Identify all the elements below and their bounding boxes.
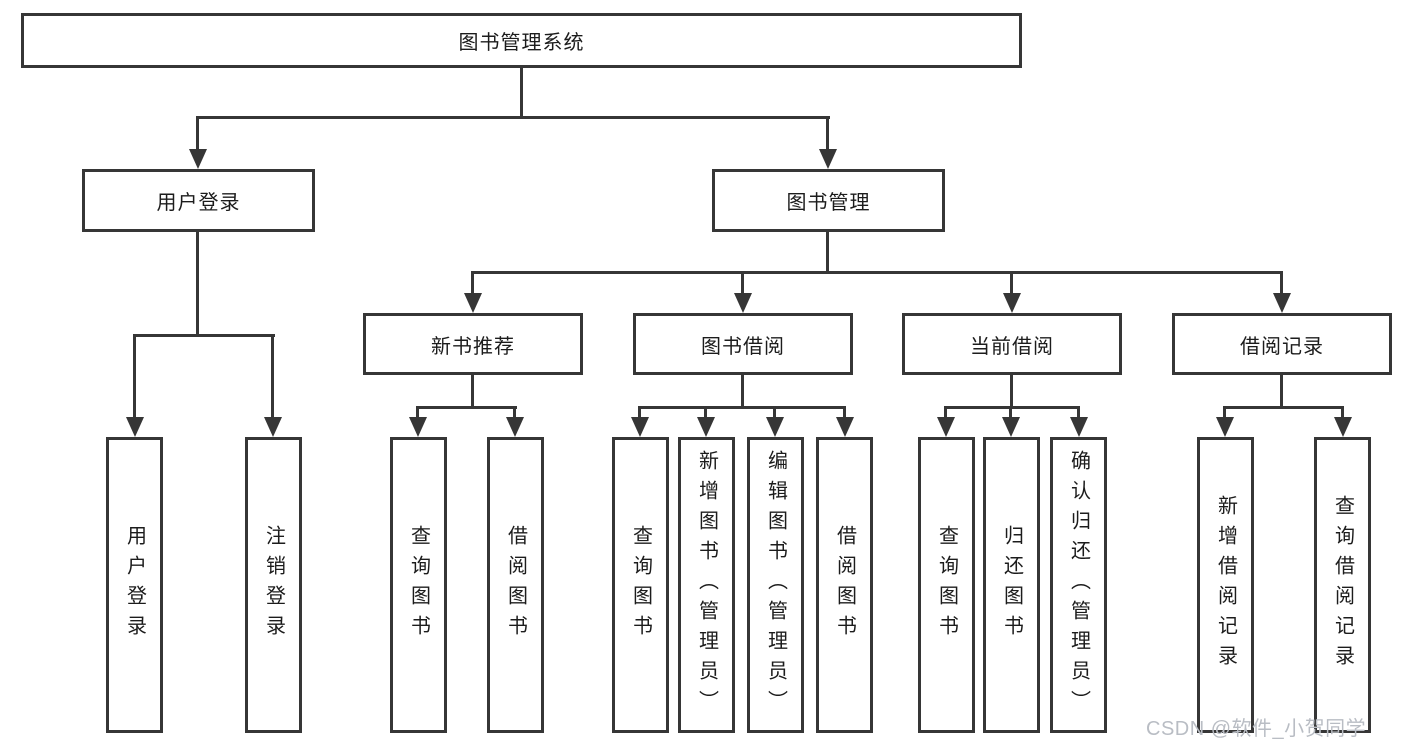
leaf-confirm-return-admin-label: 确认归还（管理员） <box>1067 450 1090 720</box>
node-borrow-records-label: 借阅记录 <box>1240 335 1324 358</box>
arrow-down-icon <box>697 417 715 437</box>
connector-line <box>471 271 1283 274</box>
node-book-management: 图书管理 <box>712 169 945 232</box>
connector-line <box>133 334 275 337</box>
leaf-query-borrow-record: 查询借阅记录 <box>1314 437 1371 733</box>
arrow-down-icon <box>126 417 144 437</box>
connector-line <box>704 406 707 421</box>
leaf-confirm-return-admin: 确认归还（管理员） <box>1050 437 1107 733</box>
node-new-book-recommend-label: 新书推荐 <box>431 335 515 358</box>
leaf-edit-books-admin: 编辑图书（管理员） <box>747 437 804 733</box>
connector-line <box>1223 406 1344 409</box>
leaf-newbook-query-books: 查询图书 <box>390 437 447 733</box>
node-library-system: 图书管理系统 <box>21 13 1022 68</box>
leaf-add-borrow-record: 新增借阅记录 <box>1197 437 1254 733</box>
arrow-down-icon <box>1003 293 1021 313</box>
connector-line <box>1009 406 1012 421</box>
connector-line <box>741 271 744 296</box>
leaf-logout-login-label: 注销登录 <box>262 525 285 645</box>
connector-line <box>843 406 846 421</box>
leaf-query-borrow-record-label: 查询借阅记录 <box>1331 495 1354 675</box>
node-current-borrow: 当前借阅 <box>902 313 1122 375</box>
connector-line <box>520 68 523 119</box>
connector-line <box>826 232 829 274</box>
connector-line <box>741 375 744 409</box>
connector-line <box>471 271 474 296</box>
arrow-down-icon <box>464 293 482 313</box>
leaf-borrow-borrow-books: 借阅图书 <box>816 437 873 733</box>
leaf-newbook-query-books-label: 查询图书 <box>407 525 430 645</box>
node-user-login: 用户登录 <box>82 169 315 232</box>
csdn-watermark: CSDN @软件_小贺同学 <box>1146 718 1367 740</box>
connector-line <box>1341 406 1344 421</box>
connector-line <box>271 334 274 421</box>
connector-line <box>1280 375 1283 409</box>
arrow-down-icon <box>1273 293 1291 313</box>
connector-line <box>944 406 1080 409</box>
arrow-down-icon <box>631 417 649 437</box>
connector-line <box>944 406 947 421</box>
connector-line <box>1077 406 1080 421</box>
leaf-return-books: 归还图书 <box>983 437 1040 733</box>
arrow-down-icon <box>766 417 784 437</box>
arrow-down-icon <box>1334 417 1352 437</box>
arrow-down-icon <box>264 417 282 437</box>
leaf-borrow-query-books: 查询图书 <box>612 437 669 733</box>
leaf-borrow-borrow-books-label: 借阅图书 <box>833 525 856 645</box>
arrow-down-icon <box>1002 417 1020 437</box>
arrow-down-icon <box>819 149 837 169</box>
node-borrow-records: 借阅记录 <box>1172 313 1392 375</box>
connector-line <box>638 406 641 421</box>
leaf-return-books-label: 归还图书 <box>1000 525 1023 645</box>
node-book-management-label: 图书管理 <box>786 192 871 214</box>
connector-line <box>471 375 474 409</box>
arrow-down-icon <box>1070 417 1088 437</box>
connector-line <box>513 406 516 421</box>
connector-line <box>416 406 419 421</box>
connector-line <box>1223 406 1226 421</box>
connector-line <box>1010 271 1013 296</box>
connector-line <box>1010 375 1013 409</box>
connector-line <box>1280 271 1283 296</box>
arrow-down-icon <box>506 417 524 437</box>
leaf-current-query-books-label: 查询图书 <box>935 525 958 645</box>
leaf-current-query-books: 查询图书 <box>918 437 975 733</box>
node-user-login-label: 用户登录 <box>156 192 241 214</box>
node-library-system-label: 图书管理系统 <box>458 32 585 54</box>
leaf-user-login-label: 用户登录 <box>123 525 146 645</box>
connector-line <box>196 116 199 153</box>
leaf-add-books-admin-label: 新增图书（管理员） <box>695 450 718 720</box>
node-book-borrow-label: 图书借阅 <box>701 335 785 358</box>
arrow-down-icon <box>734 293 752 313</box>
leaf-logout-login: 注销登录 <box>245 437 302 733</box>
arrow-down-icon <box>1216 417 1234 437</box>
leaf-edit-books-admin-label: 编辑图书（管理员） <box>764 450 787 720</box>
connector-line <box>133 334 136 421</box>
connector-line <box>773 406 776 421</box>
connector-line <box>196 232 199 337</box>
connector-line <box>638 406 846 409</box>
leaf-user-login: 用户登录 <box>106 437 163 733</box>
connector-line <box>416 406 517 409</box>
node-new-book-recommend: 新书推荐 <box>363 313 583 375</box>
leaf-add-books-admin: 新增图书（管理员） <box>678 437 735 733</box>
leaf-newbook-borrow-books: 借阅图书 <box>487 437 544 733</box>
node-current-borrow-label: 当前借阅 <box>970 335 1054 358</box>
connector-line <box>196 116 830 119</box>
leaf-add-borrow-record-label: 新增借阅记录 <box>1214 495 1237 675</box>
arrow-down-icon <box>189 149 207 169</box>
leaf-borrow-query-books-label: 查询图书 <box>629 525 652 645</box>
arrow-down-icon <box>836 417 854 437</box>
arrow-down-icon <box>937 417 955 437</box>
connector-line <box>826 116 829 153</box>
node-book-borrow: 图书借阅 <box>633 313 853 375</box>
leaf-newbook-borrow-books-label: 借阅图书 <box>504 525 527 645</box>
arrow-down-icon <box>409 417 427 437</box>
